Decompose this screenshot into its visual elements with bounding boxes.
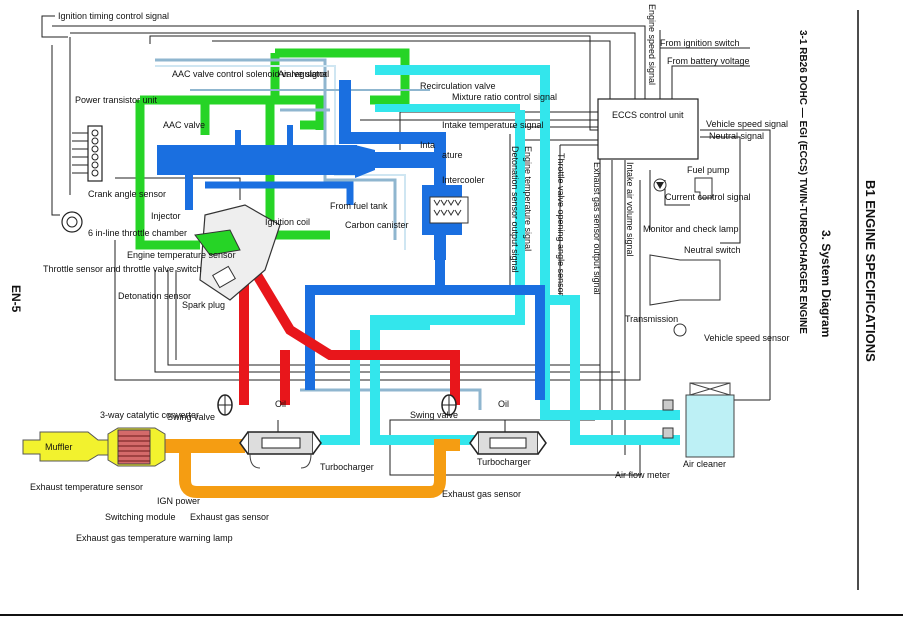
label-exhaust-gas-sensor-1: Exhaust gas sensor [190,512,269,522]
label-from-fuel-tank: From fuel tank [330,201,388,211]
label-throttle-chamber: 6 in-line throttle chamber [88,228,187,238]
engine-cylinder [194,204,281,301]
label-power-transistor: Power transistor unit [75,95,158,105]
label-oil-2: Oil [498,399,509,409]
label-air-regulator: Air regulator [278,69,327,79]
label-engine-temp-sensor: Engine temperature sensor [127,250,236,260]
label-fuel-pump: Fuel pump [687,165,730,175]
label-air-flow-meter: Air flow meter [615,470,670,480]
label-intake-air-volume: Intake air volume signal [625,162,635,257]
air-cleaner [685,382,735,458]
label-intake-temp-sensor: Inta [420,140,435,150]
label-ign-power: IGN power [157,496,200,506]
label-throttle-sensor: Throttle sensor and throttle valve switc… [43,264,202,274]
subsection-title: 3. System Diagram [819,230,833,337]
engine-title: 3-1 RB26 DOHC — EGI (ECCS) TWIN-TURBOCHA… [797,30,808,334]
label-ignition-coil: Ignition coil [265,217,310,227]
label-oil-1: Oil [275,399,286,409]
label-throttle-angle: Throttle valve opening angle sensor [556,153,566,296]
label-transmission: Transmission [625,314,678,324]
transmission [649,254,721,337]
label-aac-valve: AAC valve [163,120,205,130]
label-from-ignition: From ignition switch [660,38,740,48]
labels: Ignition timing control signal AAC valve… [30,4,790,543]
label-intercooler: Intercooler [442,175,485,185]
label-swing-valve-2: Swing valve [410,410,458,420]
label-muffler: Muffler [45,442,72,452]
label-injector: Injector [151,211,181,221]
label-aac-solenoid: AAC valve control solenoid valve signal [172,69,329,79]
label-eccs: ECCS control unit [612,110,684,120]
fuel-pump [694,177,713,199]
label-exhaust-temp-sensor: Exhaust temperature sensor [30,482,143,492]
label-monitor-lamp: Monitor and check lamp [643,224,739,234]
monitor-lamp [653,178,667,192]
intake-air-passages [320,65,680,445]
label-exhaust-temp-lamp: Exhaust gas temperature warning lamp [76,533,233,543]
label-neutral-switch: Neutral switch [684,245,741,255]
crank-angle-sensor [61,211,83,233]
air-flow-meters [662,399,674,439]
bottom-rule [0,614,903,616]
power-transistor-unit [72,125,103,182]
label-recirculation-valve: Recirculation valve [420,81,496,91]
label-engine-temp-signal: Engine temperature signal [523,146,533,251]
label-turbocharger-2: Turbocharger [477,457,531,467]
label-intake-temp: Intake temperature signal [442,120,544,130]
exhaust-pipes [160,439,460,498]
idle-air-passages [135,48,410,250]
label-mixture-ratio: Mixture ratio control signal [452,92,557,102]
label-exhaust-gas-sensor-2: Exhaust gas sensor [442,489,521,499]
page-headers: B1 ENGINE SPECIFICATIONS 3. System Diagr… [9,10,878,590]
label-intake-temp-sensor-frag: ature [442,150,463,160]
label-turbocharger-1: Turbocharger [320,462,374,472]
label-swing-valve-1: Swing valve [167,412,215,422]
label-vehicle-speed-signal: Vehicle speed signal [706,119,788,129]
label-detonation-out: Detonation sensor output signal [510,146,520,273]
label-spark-plug: Spark plug [182,300,225,310]
label-from-battery: From battery voltage [667,56,750,66]
eccs-control-unit [597,98,699,160]
turbocharger-1 [239,420,322,469]
label-crank-angle: Crank angle sensor [88,189,166,199]
intercooler-core [429,196,469,224]
label-current-control: Current control signal [665,192,751,202]
label-carbon-canister: Carbon canister [345,220,409,230]
label-engine-speed: Engine speed signal [647,4,657,85]
page-number: EN-5 [9,285,23,313]
label-neutral-signal: Neutral signal [709,131,764,141]
label-catalytic-converter: 3-way catalytic converter [100,410,199,420]
label-air-cleaner: Air cleaner [683,459,726,469]
swing-valve-1 [217,394,233,416]
label-exhaust-gas-out: Exhaust gas sensor output signal [592,162,602,295]
catalytic-converter [107,427,166,467]
section-title: B1 ENGINE SPECIFICATIONS [863,180,878,362]
label-ignition-timing: Ignition timing control signal [58,11,169,21]
label-detonation-sensor: Detonation sensor [118,291,191,301]
swing-valve-2 [441,394,457,416]
turbocharger-2 [469,420,547,455]
label-switching-module: Switching module [105,512,176,522]
label-vehicle-speed-sensor: Vehicle speed sensor [704,333,790,343]
